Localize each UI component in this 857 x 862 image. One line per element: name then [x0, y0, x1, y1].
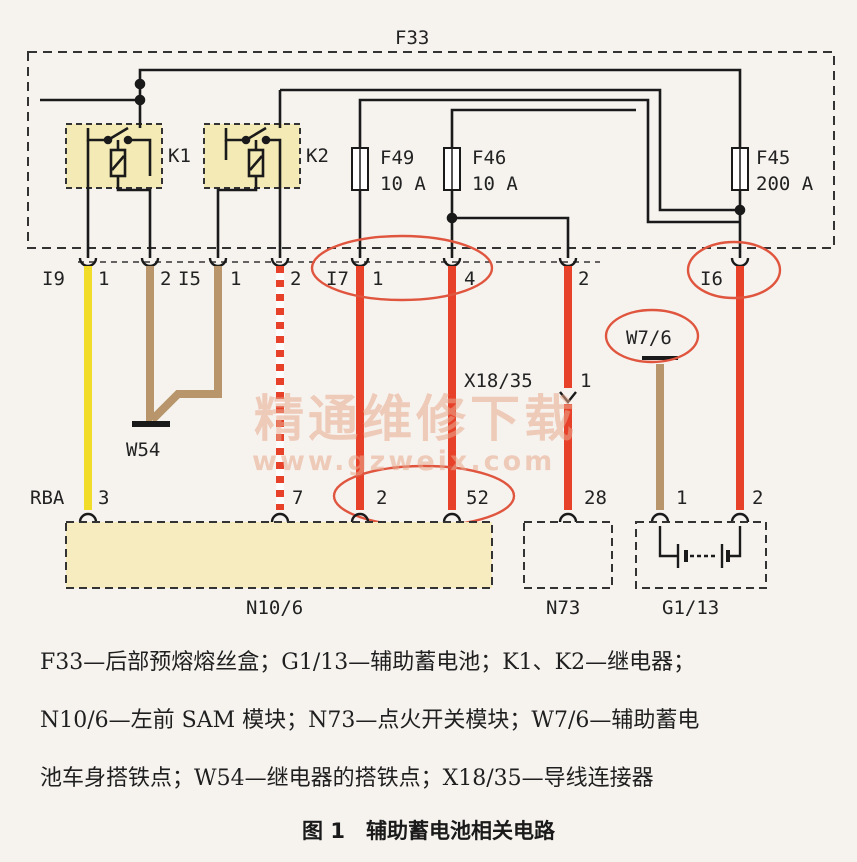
module-n10-box [65, 521, 493, 589]
relay-k2-box [203, 123, 301, 189]
fuse-f45-rating: 200 A [756, 173, 814, 195]
conn-i6-label: I6 [700, 268, 723, 290]
highlight-i7 [310, 234, 494, 302]
conn-i7-label: I7 [326, 268, 349, 290]
pin-i7-1: 1 [372, 268, 383, 290]
module-n10-label: N10/6 [246, 597, 303, 619]
fuse-f49-rating: 10 A [380, 173, 426, 195]
relay-k1-label: K1 [168, 145, 191, 167]
watermark-url: www.gzweix.com [252, 446, 555, 477]
pin-w54-2: 2 [160, 268, 171, 290]
pin-i5-1: 1 [230, 268, 241, 290]
pin-i7-4: 4 [464, 268, 475, 290]
relay-k2-label: K2 [306, 145, 329, 167]
module-n73-label: N73 [546, 597, 580, 619]
pin-g1-2: 2 [752, 487, 763, 509]
wire-brown-i5 [149, 266, 222, 423]
connector-x18-label: X18/35 [464, 370, 533, 392]
ground-w7-label: W7/6 [626, 327, 672, 349]
fuse-f49 [351, 147, 369, 191]
caption-line-1: F33—后部预熔熔丝盒；G1/13—辅助蓄电池；K1、K2—继电器； [40, 650, 696, 675]
wire-brown-w54 [146, 266, 154, 424]
fuse-f49-name: F49 [380, 147, 414, 169]
pin-i9-1: 1 [98, 268, 109, 290]
pin-n73-28: 28 [584, 487, 607, 509]
watermark-cn: 精通维修下载 [254, 389, 578, 448]
pin-x18-1: 1 [580, 370, 591, 392]
pin-n73-2: 2 [578, 268, 589, 290]
highlight-i6 [686, 240, 782, 300]
module-n73-box [523, 521, 613, 589]
figure-title: 图 1 辅助蓄电池相关电路 [302, 819, 555, 843]
wiring-diagram: F33 K1 K2 [27, 27, 835, 619]
fusebox-outline [27, 51, 835, 249]
battery-symbol [658, 526, 742, 568]
conn-i5-label: I5 [178, 268, 201, 290]
ground-w54-label: W54 [126, 439, 160, 461]
connector-pins-top [78, 257, 750, 268]
module-rba-label: RBA [30, 487, 65, 509]
pin-g1-1: 1 [676, 487, 687, 509]
fuse-f45-name: F45 [756, 147, 790, 169]
fuse-f45 [731, 147, 749, 191]
pin-rba-3: 3 [98, 487, 109, 509]
fuse-f46-name: F46 [472, 147, 506, 169]
pin-k2-2: 2 [290, 268, 301, 290]
fusebox-label: F33 [395, 27, 429, 49]
highlight-w7 [604, 308, 700, 364]
connector-x18-symbol [559, 391, 577, 404]
conn-i9-label: I9 [42, 268, 65, 290]
relay-k1-box [65, 123, 163, 189]
caption-line-3: 池车身搭铁点；W54—继电器的搭铁点；X18/35—导线连接器 [40, 766, 654, 791]
module-g1-label: G1/13 [662, 597, 719, 619]
fuse-f46-rating: 10 A [472, 173, 518, 195]
pin-n10-2: 2 [376, 487, 387, 509]
caption-line-2: N10/6—左前 SAM 模块；N73—点火开关模块；W7/6—辅助蓄电 [40, 708, 700, 733]
connector-pins-bottom [78, 512, 750, 523]
pin-n10-52: 52 [466, 487, 489, 509]
pin-n10-7: 7 [292, 487, 303, 509]
internal-wiring [40, 68, 746, 258]
fuse-f46 [443, 147, 461, 191]
